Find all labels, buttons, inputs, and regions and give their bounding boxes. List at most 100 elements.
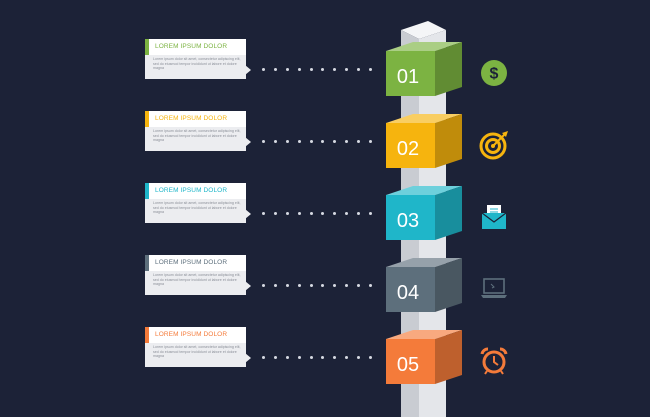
card-pointer [245, 209, 251, 219]
connector-dot [368, 68, 372, 71]
connector-dot [321, 212, 325, 215]
connector-dot [262, 356, 265, 359]
connector-dot [285, 356, 289, 359]
connector-dot [345, 68, 349, 71]
step-card: LOREM IPSUM DOLOR Lorem ipsum dolor sit a… [145, 111, 251, 151]
card-header [149, 327, 246, 343]
step-cube: 05 [386, 330, 462, 384]
step-number: 01 [397, 66, 419, 88]
connector-dot [262, 68, 265, 71]
step-cube: 03 [386, 186, 462, 240]
connector-dot [368, 284, 372, 287]
connector-dot [321, 68, 325, 71]
connector-dot [345, 140, 349, 143]
alarm-clock-icon [480, 347, 508, 375]
connector-dot [273, 212, 277, 215]
step-title: LOREM IPSUM DOLOR [155, 43, 228, 50]
connector-dot [333, 68, 337, 71]
step-description: Lorem ipsum dolor sit amet, consectetur … [153, 129, 241, 143]
step-description: Lorem ipsum dolor sit amet, consectetur … [153, 345, 241, 359]
connector-dots [262, 68, 372, 71]
connector-dot [297, 212, 301, 215]
connector-dot [309, 212, 313, 215]
card-pointer [245, 65, 251, 75]
connector-dot [333, 212, 337, 215]
connector-dot [285, 140, 289, 143]
connector-dot [262, 212, 265, 215]
step-title: LOREM IPSUM DOLOR [155, 115, 228, 122]
step-number: 03 [397, 210, 419, 232]
connector-dot [309, 68, 313, 71]
connector-dot [297, 140, 301, 143]
connector-dot [333, 356, 337, 359]
connector-dots [262, 356, 372, 359]
card-accent [145, 255, 149, 271]
step-cube: 02 [386, 114, 462, 168]
connector-dot [285, 68, 289, 71]
connector-dot [309, 356, 313, 359]
connector-dot [262, 140, 265, 143]
connector-dot [368, 212, 372, 215]
connector-dot [333, 284, 337, 287]
connector-dots [262, 284, 372, 287]
laptop-icon [481, 278, 507, 298]
connector-dot [273, 68, 277, 71]
card-accent [145, 39, 149, 55]
connector-dot [273, 284, 277, 287]
card-accent [145, 327, 149, 343]
connector-dot [368, 140, 372, 143]
connector-dot [262, 284, 265, 287]
step-description: Lorem ipsum dolor sit amet, consectetur … [153, 201, 241, 215]
connector-dot [297, 356, 301, 359]
connector-dot [321, 356, 325, 359]
card-header [149, 183, 246, 199]
step-number: 05 [397, 354, 419, 376]
connector-dot [309, 284, 313, 287]
step-card: LOREM IPSUM DOLOR Lorem ipsum dolor sit a… [145, 255, 251, 295]
connector-dot [357, 140, 360, 143]
step-card: LOREM IPSUM DOLOR Lorem ipsum dolor sit a… [145, 183, 251, 223]
connector-dot [297, 68, 301, 71]
step-card: LOREM IPSUM DOLOR Lorem ipsum dolor sit a… [145, 327, 251, 367]
mail-icon [481, 205, 507, 229]
card-header [149, 39, 246, 55]
card-accent [145, 183, 149, 199]
step-title: LOREM IPSUM DOLOR [155, 331, 228, 338]
step-title: LOREM IPSUM DOLOR [155, 187, 228, 194]
connector-dot [357, 284, 360, 287]
connector-dot [321, 284, 325, 287]
connector-dot [333, 140, 337, 143]
step-cube: 01 [386, 42, 462, 96]
connector-dot [309, 140, 313, 143]
card-pointer [245, 137, 251, 147]
card-header [149, 111, 246, 127]
step-number: 04 [397, 282, 419, 304]
connector-dot [285, 212, 289, 215]
connector-dot [368, 356, 372, 359]
connector-dots [262, 140, 372, 143]
svg-text:$: $ [490, 66, 499, 83]
step-description: Lorem ipsum dolor sit amet, consectetur … [153, 273, 241, 287]
target-icon [479, 131, 508, 160]
connector-dot [285, 284, 289, 287]
card-pointer [245, 281, 251, 291]
step-cube: 04 [386, 258, 462, 312]
step-description: Lorem ipsum dolor sit amet, consectetur … [153, 57, 241, 71]
connector-dot [345, 212, 349, 215]
card-pointer [245, 353, 251, 363]
connector-dot [357, 356, 360, 359]
step-title: LOREM IPSUM DOLOR [155, 259, 228, 266]
card-accent [145, 111, 149, 127]
step-card: LOREM IPSUM DOLOR Lorem ipsum dolor sit a… [145, 39, 251, 79]
connector-dot [297, 284, 301, 287]
connector-dots [262, 212, 372, 215]
card-header [149, 255, 246, 271]
step-number: 02 [397, 138, 419, 160]
connector-dot [321, 140, 325, 143]
connector-dot [273, 140, 277, 143]
connector-dot [345, 356, 349, 359]
connector-dot [273, 356, 277, 359]
connector-dot [345, 284, 349, 287]
